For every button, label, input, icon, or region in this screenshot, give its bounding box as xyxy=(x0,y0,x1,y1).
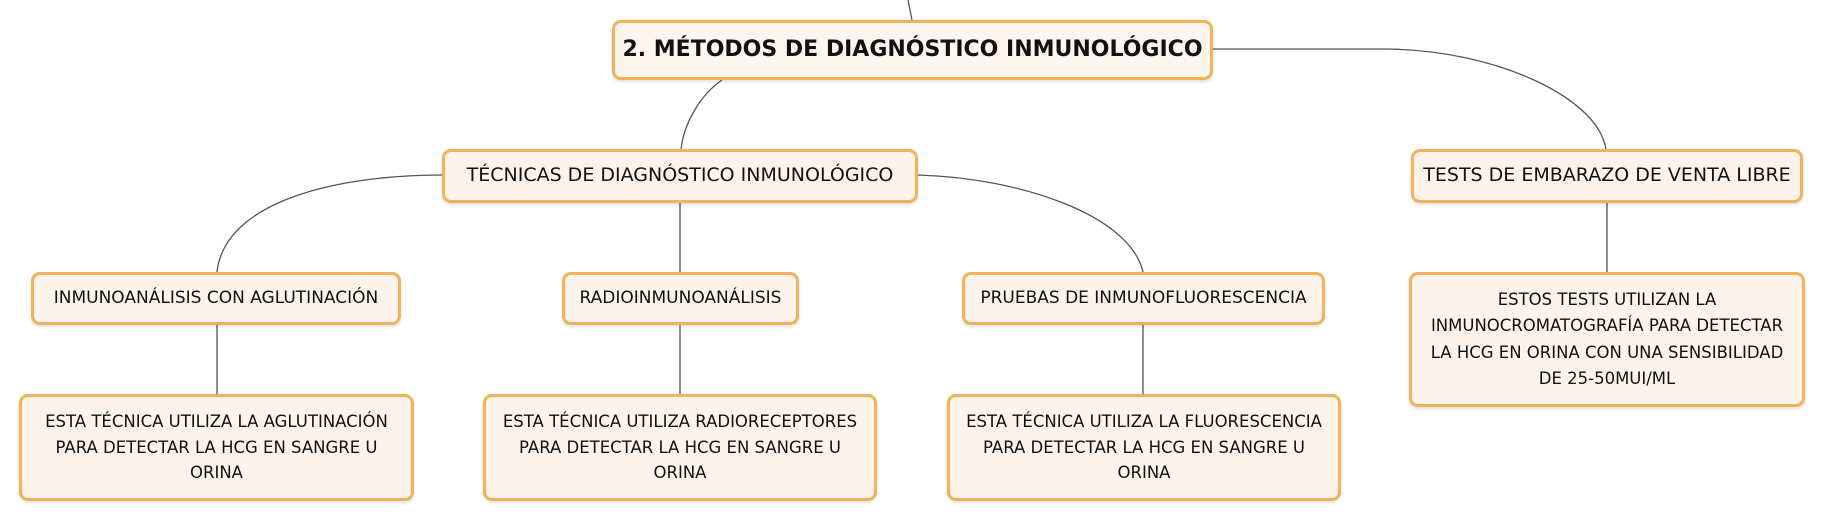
node-tests-detail-text: ESTOS TESTS UTILIZAN LA INMUNOCROMATOGRA… xyxy=(1430,289,1784,388)
node-fluorescencia-detail-text: ESTA TÉCNICA UTILIZA LA FLUORESCENCIA PA… xyxy=(966,412,1322,483)
node-fluorescencia-detail[interactable]: ESTA TÉCNICA UTILIZA LA FLUORESCENCIA PA… xyxy=(947,394,1341,501)
node-radio-detail[interactable]: ESTA TÉCNICA UTILIZA RADIORECEPTORES PAR… xyxy=(483,394,877,501)
connector-tecnicas-to-fluorescencia xyxy=(917,174,1144,273)
node-aglutinacion-label: INMUNOANÁLISIS CON AGLUTINACIÓN xyxy=(53,288,379,309)
node-tecnicas-label: TÉCNICAS DE DIAGNÓSTICO INMUNOLÓGICO xyxy=(466,164,894,187)
connector-parent-to-root xyxy=(907,0,913,21)
root-node[interactable]: 2. MÉTODOS DE DIAGNÓSTICO INMUNOLÓGICO xyxy=(612,20,1213,80)
node-tests-label: TESTS DE EMBARAZO DE VENTA LIBRE xyxy=(1423,164,1791,187)
node-aglutinacion-detail-text: ESTA TÉCNICA UTILIZA LA AGLUTINACIÓN PAR… xyxy=(45,412,388,483)
node-tests-detail[interactable]: ESTOS TESTS UTILIZAN LA INMUNOCROMATOGRA… xyxy=(1409,272,1805,407)
node-aglutinacion-detail[interactable]: ESTA TÉCNICA UTILIZA LA AGLUTINACIÓN PAR… xyxy=(19,394,414,501)
node-tecnicas[interactable]: TÉCNICAS DE DIAGNÓSTICO INMUNOLÓGICO xyxy=(442,149,918,203)
node-radio-detail-text: ESTA TÉCNICA UTILIZA RADIORECEPTORES PAR… xyxy=(502,412,858,483)
root-label: 2. MÉTODOS DE DIAGNÓSTICO INMUNOLÓGICO xyxy=(622,36,1203,62)
node-fluorescencia[interactable]: PRUEBAS DE INMUNOFLUORESCENCIA xyxy=(962,272,1325,325)
node-aglutinacion[interactable]: INMUNOANÁLISIS CON AGLUTINACIÓN xyxy=(31,272,401,325)
node-radio-label: RADIOINMUNOANÁLISIS xyxy=(579,288,782,309)
connector-tecnicas-to-aglutinacion xyxy=(216,174,443,273)
node-fluorescencia-label: PRUEBAS DE INMUNOFLUORESCENCIA xyxy=(980,288,1307,309)
node-tests[interactable]: TESTS DE EMBARAZO DE VENTA LIBRE xyxy=(1411,149,1803,203)
node-radio[interactable]: RADIOINMUNOANÁLISIS xyxy=(562,272,799,325)
connector-root-to-tecnicas xyxy=(680,79,723,151)
connector-root-to-tests xyxy=(1212,48,1607,151)
